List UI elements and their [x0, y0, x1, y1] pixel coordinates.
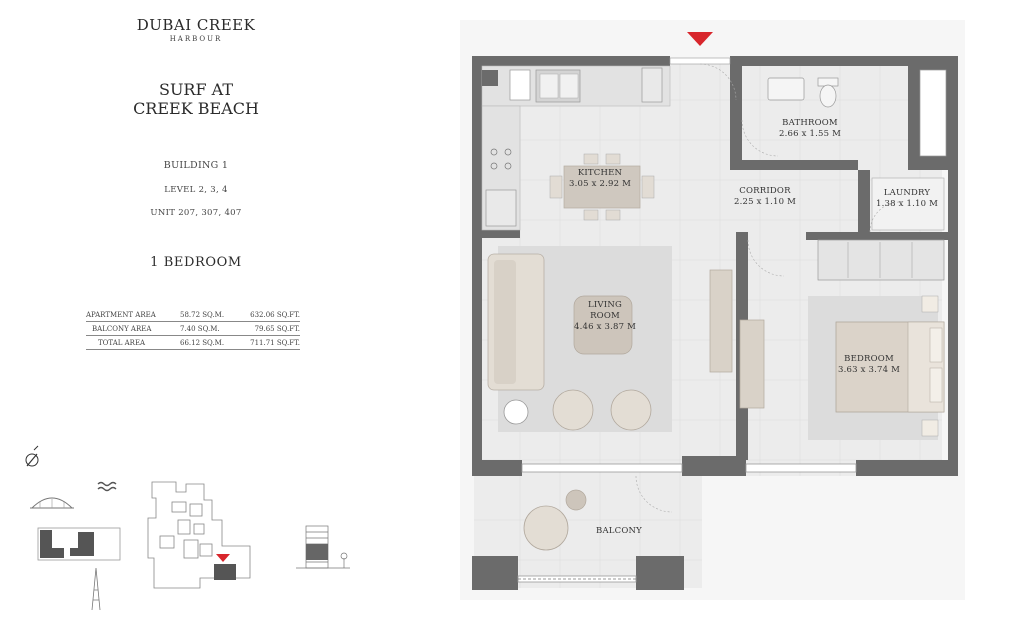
wardrobe: [817, 239, 945, 281]
brand-sub: HARBOUR: [169, 35, 223, 43]
room-size: 4.46 x 3.87 M: [573, 322, 637, 332]
water-icon: [97, 481, 117, 492]
project-title-line1: SURF AT: [158, 80, 234, 99]
coffee-table: [573, 295, 633, 355]
area-sqft: 711.71 SQ.FT.: [238, 335, 300, 350]
door-swings: [635, 63, 901, 513]
room-label-bathroom: BATHROOM 2.66 x 1.55 M: [755, 118, 865, 140]
room-name: LAUNDRY: [883, 188, 931, 198]
room-size: 2.66 x 1.55 M: [778, 129, 842, 139]
table-row: APARTMENT AREA 58.72 SQ.M. 632.06 SQ.FT.: [86, 308, 300, 322]
balcony-furniture: [523, 489, 587, 551]
brand-logo: DUBAI CREEK HARBOUR: [96, 16, 296, 43]
room-label-corridor: CORRIDOR 2.25 x 1.10 M: [710, 186, 820, 208]
desk: [739, 319, 765, 409]
entrance-marker-icon: [687, 32, 713, 46]
sofa: [487, 253, 545, 391]
room-name: BATHROOM: [782, 118, 838, 128]
levels-label: LEVEL 2, 3, 4: [164, 185, 228, 195]
area-table: APARTMENT AREA 58.72 SQ.M. 632.06 SQ.FT.…: [86, 308, 300, 350]
highlighted-levels: [306, 544, 328, 560]
table-row: BALCONY AREA 7.40 SQ.M. 79.65 SQ.FT.: [86, 321, 300, 336]
floor-plan: [460, 20, 965, 600]
tv-console: [709, 269, 733, 373]
area-label: TOTAL AREA: [86, 335, 180, 350]
building-label: BUILDING 1: [163, 160, 229, 171]
project-title: SURF AT CREEK BEACH: [96, 80, 296, 118]
brand-name: DUBAI CREEK: [136, 16, 256, 34]
tower-icon: [91, 567, 101, 611]
room-name: ROOM: [590, 311, 620, 321]
dining-table: [549, 153, 655, 221]
room-label-bedroom: BEDROOM 3.63 x 3.74 M: [814, 354, 924, 376]
unit-marker-icon: [216, 554, 230, 562]
room-size: 3.63 x 3.74 M: [837, 365, 901, 375]
site-plan: [37, 527, 121, 561]
armchairs: [552, 389, 652, 431]
building-outline: [147, 481, 251, 589]
key-plan: [25, 445, 350, 611]
room-label-living: LIVING ROOM 4.46 x 3.87 M: [550, 300, 660, 333]
room-label-kitchen: KITCHEN 3.05 x 2.92 M: [545, 168, 655, 190]
exterior-walls: [472, 56, 958, 590]
bridge-icon: [30, 497, 74, 509]
room-label-balcony: BALCONY: [564, 526, 674, 537]
project-title-line2: CREEK BEACH: [133, 99, 259, 118]
laundry-cabinet: [871, 177, 945, 231]
bedrooms-label: 1 BEDROOM: [150, 255, 242, 270]
highlighted-unit: [214, 564, 236, 580]
room-size: 2.25 x 1.10 M: [733, 197, 797, 207]
room-name: KITCHEN: [577, 168, 623, 178]
room-name: BALCONY: [596, 526, 642, 536]
units-label: UNIT 207, 307, 407: [150, 208, 242, 218]
room-name: BEDROOM: [844, 354, 894, 364]
room-name: LIVING: [588, 300, 622, 310]
area-sqm: 66.12 SQ.M.: [180, 335, 238, 350]
bathroom-fixtures: [767, 69, 947, 157]
area-sqft: 79.65 SQ.FT.: [238, 321, 300, 336]
entry-door: [669, 57, 731, 65]
area-sqm: 7.40 SQ.M.: [180, 321, 238, 336]
room-name: CORRIDOR: [739, 186, 791, 196]
area-label: BALCONY AREA: [86, 321, 180, 336]
room-label-laundry: LAUNDRY 1.38 x 1.10 M: [852, 188, 962, 210]
area-sqft: 632.06 SQ.FT.: [238, 308, 300, 322]
area-sqm: 58.72 SQ.M.: [180, 308, 238, 322]
room-size: 3.05 x 2.92 M: [568, 179, 632, 189]
kitchen-counter: [481, 65, 671, 231]
side-table: [503, 399, 529, 425]
bed: [835, 295, 945, 437]
compass-icon: [25, 445, 39, 467]
area-label: APARTMENT AREA: [86, 308, 180, 322]
room-size: 1.38 x 1.10 M: [875, 199, 939, 209]
table-row: TOTAL AREA 66.12 SQ.M. 711.71 SQ.FT.: [86, 335, 300, 350]
